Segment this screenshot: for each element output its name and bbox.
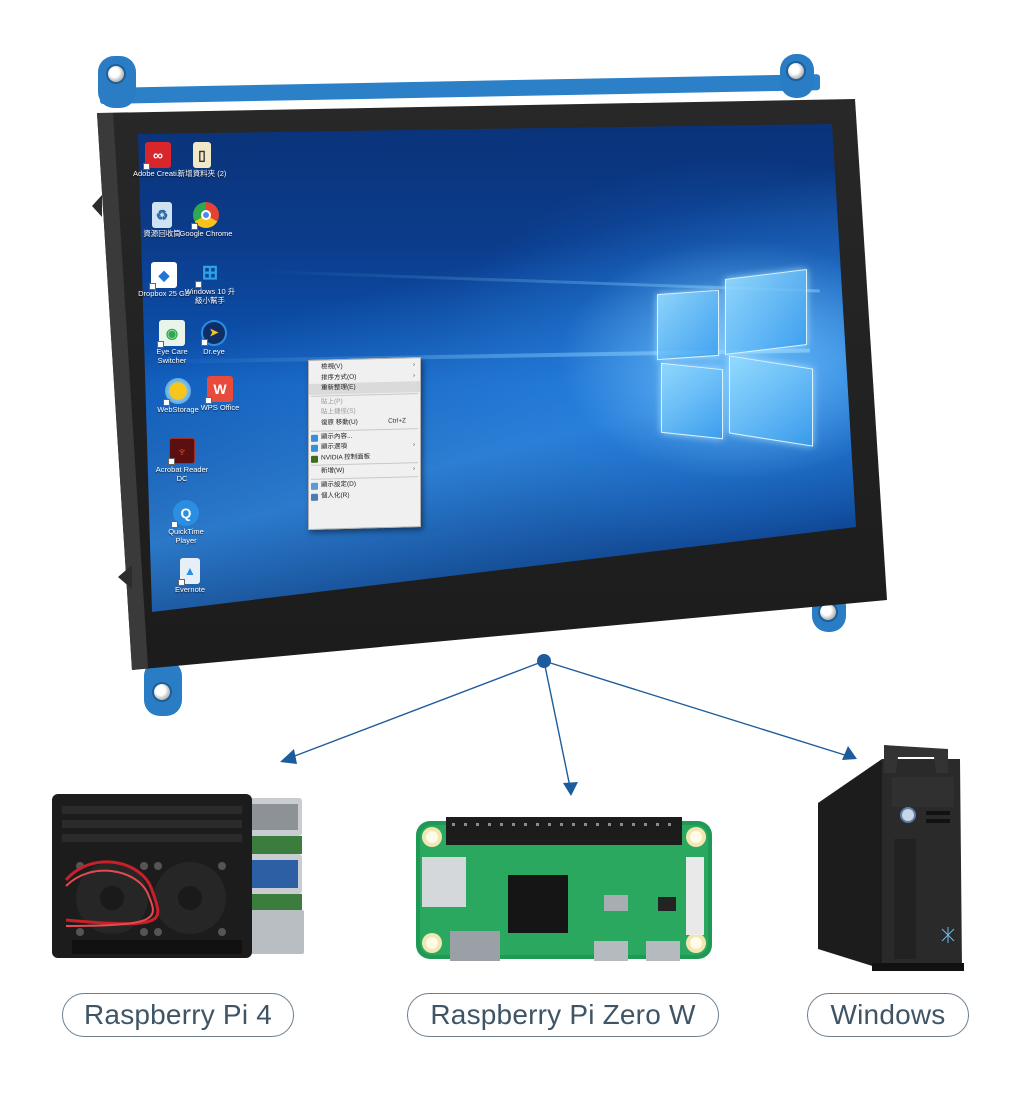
desktop-icon-label: 新增資料夾 (2)	[177, 169, 227, 178]
logo-pane	[661, 362, 723, 440]
quicktime-icon: Q	[171, 500, 199, 528]
acrobat-icon: ♆	[168, 438, 195, 465]
desktop-icon-dropbox[interactable]: ◆ Dropbox 25 GB	[136, 262, 192, 299]
desktop-icon-label: Eye Care Switcher	[156, 347, 188, 365]
desktop-icon-label: Acrobat Reader DC	[155, 465, 209, 483]
top-mount-rail	[100, 74, 820, 104]
arrowhead-center	[563, 782, 578, 796]
screw-hole	[152, 682, 172, 702]
desktop-icon-recycle-bin[interactable]: ♻ 資源回收筒	[134, 202, 190, 239]
wps-office-icon: W	[205, 376, 233, 404]
desktop-context-menu: 檢視(V)› 排序方式(O)› 重新整理(E) 貼上(P) 貼上捷徑(S) 復原…	[308, 357, 421, 530]
desktop-icon-label: QuickTime Player	[168, 527, 204, 545]
windows-upgrade-icon: ⊞	[195, 260, 223, 288]
webstorage-icon	[163, 378, 191, 406]
adobe-creative-cloud-icon: ∞	[143, 142, 171, 170]
raspberry-pi-4-case-illustration	[52, 794, 304, 958]
display-options-icon	[311, 444, 318, 453]
desktop-icon-webstorage[interactable]: WebStorage	[150, 378, 206, 415]
folder-icon: ▯	[193, 142, 211, 168]
desktop-icon-label: Evernote	[174, 585, 206, 594]
desktop-icon-google-chrome[interactable]: Google Chrome	[178, 202, 234, 239]
desktop-icon-label: WPS Office	[200, 403, 240, 412]
pc-tower-illustration	[818, 745, 964, 971]
side-clip	[92, 195, 102, 217]
raspberry-pi-4-image	[52, 790, 312, 962]
desktop-icon-label: Dropbox 25 GB	[138, 289, 190, 298]
arrowhead-left	[280, 749, 297, 764]
dreye-icon: ➤	[201, 320, 227, 346]
side-clip	[118, 565, 132, 589]
eye-care-icon: ◉	[157, 320, 185, 348]
raspberry-pi-zero-w-image	[414, 815, 716, 965]
desktop-icon-acrobat-reader[interactable]: ♆ Acrobat Reader DC	[154, 438, 210, 483]
recycle-bin-icon: ♻	[152, 202, 172, 228]
desktop-icon-windows-10-upgrade[interactable]: ⊞ Windows 10 升級小幫手	[182, 260, 238, 305]
desktop-icon-wps-office[interactable]: W WPS Office	[192, 376, 248, 413]
screw-hole	[786, 61, 806, 81]
display-icon	[311, 434, 318, 442]
chevron-right-icon: ›	[412, 465, 415, 473]
raspberry-pi-zero-w-board-illustration	[416, 817, 712, 961]
desktop-icon-evernote[interactable]: ▲ Evernote	[162, 558, 218, 595]
desktop-icon-label: Windows 10 升級小幫手	[184, 287, 236, 305]
desktop-icon-label: 資源回收筒	[143, 229, 181, 238]
mount-bracket-top-right	[780, 54, 814, 98]
chrome-icon	[191, 202, 219, 230]
chevron-right-icon: ›	[412, 361, 415, 369]
connection-hub-dot	[537, 654, 551, 668]
dropbox-icon: ◆	[149, 262, 177, 290]
desktop-icon-adobe-creative-cloud[interactable]: ∞ Adobe Creati...	[130, 142, 186, 179]
desktop-icon-label: Dr.eye	[203, 347, 225, 356]
windows-pc-tower-image	[812, 743, 968, 975]
mount-bracket-bottom-left	[144, 660, 182, 716]
desktop-icon-quicktime[interactable]: Q QuickTime Player	[158, 500, 214, 545]
logo-pane	[657, 289, 719, 361]
desktop-icon-label: Adobe Creati...	[132, 169, 184, 178]
chevron-right-icon: ›	[412, 441, 415, 449]
menu-item-personalize[interactable]: 個人化(R)	[309, 489, 420, 503]
evernote-icon: ▲	[178, 558, 200, 586]
logo-pane	[729, 355, 813, 447]
windows-logo-wallpaper	[655, 262, 815, 447]
chevron-right-icon: ›	[412, 371, 415, 379]
desktop-icon-label: WebStorage	[157, 405, 199, 414]
display-settings-icon	[311, 482, 318, 490]
device-label-raspberry-pi-4: Raspberry Pi 4	[62, 993, 294, 1037]
desktop-icon-new-folder[interactable]: ▯ 新增資料夾 (2)	[174, 142, 230, 179]
desktop-icon-eye-care-switcher[interactable]: ◉ Eye Care Switcher	[144, 320, 200, 365]
desktop-icon-label: Google Chrome	[179, 229, 233, 238]
nvidia-icon	[311, 455, 318, 463]
device-label-windows: Windows	[807, 993, 969, 1037]
desktop-icon-dreye[interactable]: ➤ Dr.eye	[186, 320, 242, 357]
logo-pane	[725, 268, 807, 356]
mount-bracket-top-left	[98, 56, 136, 108]
screw-hole	[106, 64, 126, 84]
shortcut-label: Ctrl+Z	[388, 417, 406, 425]
device-label-raspberry-pi-zero-w: Raspberry Pi Zero W	[407, 993, 719, 1037]
personalize-icon	[311, 493, 318, 501]
